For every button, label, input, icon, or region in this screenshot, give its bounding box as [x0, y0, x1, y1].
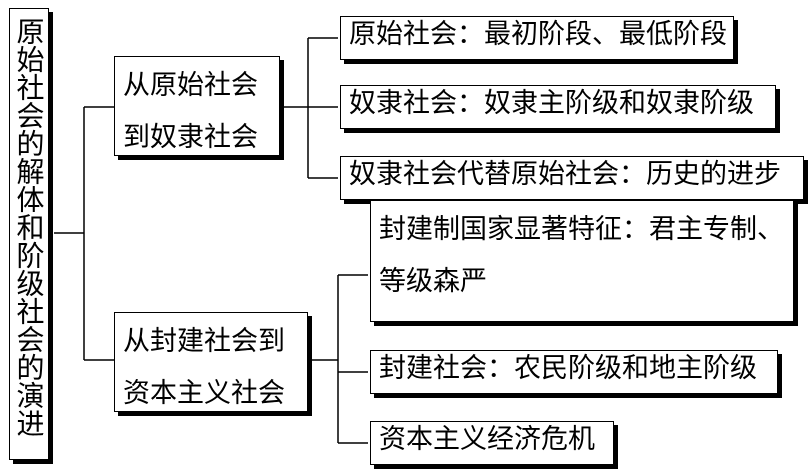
branch-node-feudal-to-capitalist: 从封建社会到 资本主义社会: [114, 312, 308, 412]
branch2-line1: 从封建社会到: [123, 326, 285, 357]
root-node: 原始社会的解体和阶级社会的演进: [9, 8, 49, 460]
branch2-line2: 资本主义社会: [123, 378, 285, 409]
leaf-slave-society: 奴隶社会：奴隶主阶级和奴隶阶级: [340, 85, 776, 129]
leaf6-label: 资本主义经济危机: [379, 424, 595, 455]
leaf-capitalist-crisis: 资本主义经济危机: [370, 421, 614, 465]
leaf4-line1: 封建制国家显著特征：君主专制、: [379, 214, 784, 245]
branch1-line1: 从原始社会: [123, 70, 258, 101]
leaf4-line2: 等级森严: [379, 266, 487, 297]
leaf2-label: 奴隶社会：奴隶主阶级和奴隶阶级: [349, 88, 754, 119]
root-label: 原始社会的解体和阶级社会的演进: [12, 17, 46, 437]
leaf-slave-replaces-primitive: 奴隶社会代替原始社会：历史的进步: [340, 156, 804, 200]
leaf-feudal-society: 封建社会：农民阶级和地主阶级: [370, 350, 778, 394]
leaf3-label: 奴隶社会代替原始社会：历史的进步: [349, 159, 781, 190]
leaf1-label: 原始社会：最初阶段、最低阶段: [349, 19, 727, 50]
branch-node-primitive-to-slave: 从原始社会 到奴隶社会: [114, 56, 280, 156]
leaf-feudal-state-features: 封建制国家显著特征：君主专制、 等级森严: [370, 200, 794, 322]
leaf-primitive-society: 原始社会：最初阶段、最低阶段: [340, 16, 734, 60]
branch1-line2: 到奴隶社会: [123, 122, 258, 153]
leaf5-label: 封建社会：农民阶级和地主阶级: [379, 353, 757, 384]
